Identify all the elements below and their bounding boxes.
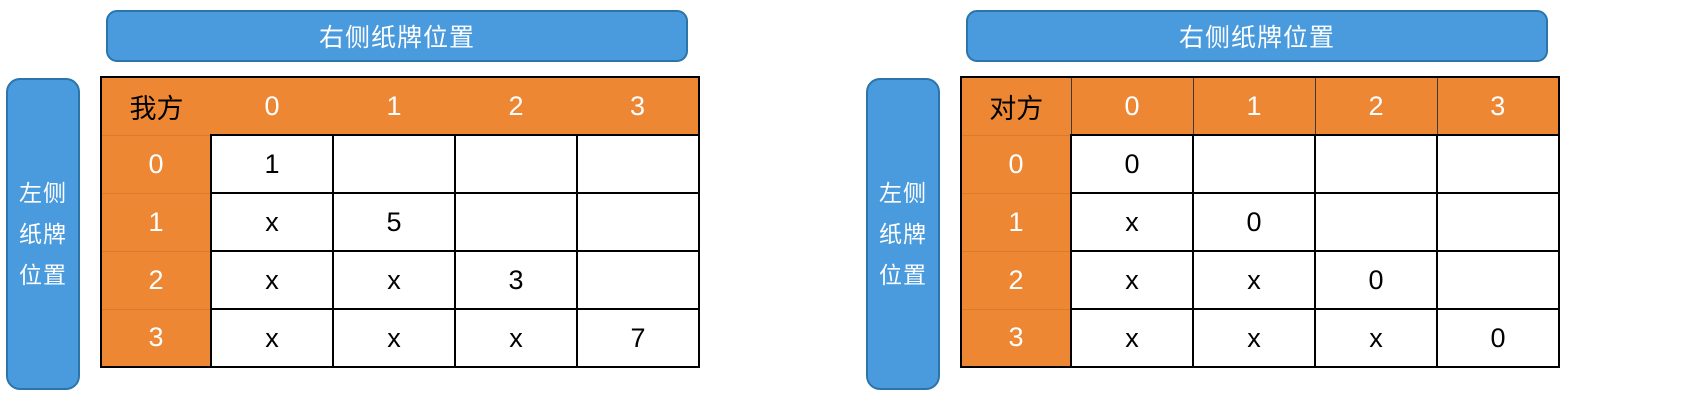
cell-r2-c2[interactable]: 3 xyxy=(454,250,578,310)
cell-r1-c1[interactable]: 5 xyxy=(332,192,456,252)
cell-r2-c1[interactable]: x xyxy=(332,250,456,310)
row-header-2: 2 xyxy=(960,250,1071,309)
side-label-left-card-position: 左侧 纸牌 位置 xyxy=(6,78,80,390)
grid-table-opponent: 对方 0 1 2 3 0 0 1 x 0 2 xyxy=(960,76,1560,368)
column-header-3: 3 xyxy=(1436,76,1560,135)
column-header-2: 2 xyxy=(455,76,577,135)
cell-r0-c0[interactable]: 1 xyxy=(210,134,334,194)
cell-r1-c3[interactable] xyxy=(1436,192,1560,252)
column-header-1: 1 xyxy=(333,76,455,135)
side-label-line-1: 左侧 xyxy=(879,179,927,206)
cell-r1-c1[interactable]: 0 xyxy=(1192,192,1316,252)
side-label-line-3: 位置 xyxy=(19,261,67,288)
cell-r3-c2[interactable]: x xyxy=(1314,308,1438,368)
cell-r3-c3[interactable]: 7 xyxy=(576,308,700,368)
table-row: 1 x 0 xyxy=(960,192,1560,252)
header-corner-label: 对方 xyxy=(960,76,1072,135)
table-header-row: 对方 0 1 2 3 xyxy=(960,76,1560,135)
row-header-3: 3 xyxy=(100,308,211,368)
column-header-3: 3 xyxy=(577,76,700,135)
cell-r1-c0[interactable]: x xyxy=(210,192,334,252)
cell-r3-c3[interactable]: 0 xyxy=(1436,308,1560,368)
side-label-line-1: 左侧 xyxy=(19,179,67,206)
cell-r1-c2[interactable] xyxy=(1314,192,1438,252)
row-header-0: 0 xyxy=(100,134,211,193)
row-header-2: 2 xyxy=(100,250,211,309)
cell-r0-c3[interactable] xyxy=(1436,134,1560,194)
side-label-line-2: 纸牌 xyxy=(879,220,927,247)
cell-r1-c2[interactable] xyxy=(454,192,578,252)
panel-right: 右侧纸牌位置 左侧 纸牌 位置 对方 0 1 2 3 0 0 xyxy=(860,0,1708,414)
header-corner-label: 我方 xyxy=(100,76,211,135)
column-header-1: 1 xyxy=(1192,76,1316,135)
table-row: 0 1 xyxy=(100,134,700,194)
table-header-row: 我方 0 1 2 3 xyxy=(100,76,700,135)
cell-r2-c2[interactable]: 0 xyxy=(1314,250,1438,310)
cell-r1-c3[interactable] xyxy=(576,192,700,252)
table-row: 3 x x x 7 xyxy=(100,308,700,368)
top-banner-right-card-position: 右侧纸牌位置 xyxy=(106,10,688,62)
cell-r0-c1[interactable] xyxy=(1192,134,1316,194)
cell-r0-c2[interactable] xyxy=(1314,134,1438,194)
table-row: 1 x 5 xyxy=(100,192,700,252)
cell-r2-c0[interactable]: x xyxy=(210,250,334,310)
column-header-2: 2 xyxy=(1314,76,1438,135)
column-header-0: 0 xyxy=(211,76,333,135)
cell-r0-c3[interactable] xyxy=(576,134,700,194)
side-label-left-card-position: 左侧 纸牌 位置 xyxy=(866,78,940,390)
cell-r2-c0[interactable]: x xyxy=(1070,250,1194,310)
cell-r3-c0[interactable]: x xyxy=(1070,308,1194,368)
cell-r2-c3[interactable] xyxy=(576,250,700,310)
grid-table-own: 我方 0 1 2 3 0 1 1 x 5 2 xyxy=(100,76,700,368)
side-label-line-3: 位置 xyxy=(879,261,927,288)
cell-r2-c1[interactable]: x xyxy=(1192,250,1316,310)
table-row: 3 x x x 0 xyxy=(960,308,1560,368)
table-row: 0 0 xyxy=(960,134,1560,194)
cell-r2-c3[interactable] xyxy=(1436,250,1560,310)
table-row: 2 x x 3 xyxy=(100,250,700,310)
cell-r3-c1[interactable]: x xyxy=(1192,308,1316,368)
row-header-0: 0 xyxy=(960,134,1071,193)
row-header-3: 3 xyxy=(960,308,1071,368)
top-banner-right-card-position: 右侧纸牌位置 xyxy=(966,10,1548,62)
cell-r0-c2[interactable] xyxy=(454,134,578,194)
row-header-1: 1 xyxy=(960,192,1071,251)
column-header-0: 0 xyxy=(1070,76,1194,135)
cell-r0-c0[interactable]: 0 xyxy=(1070,134,1194,194)
cell-r3-c0[interactable]: x xyxy=(210,308,334,368)
cell-r3-c2[interactable]: x xyxy=(454,308,578,368)
cell-r0-c1[interactable] xyxy=(332,134,456,194)
cell-r3-c1[interactable]: x xyxy=(332,308,456,368)
table-row: 2 x x 0 xyxy=(960,250,1560,310)
cell-r1-c0[interactable]: x xyxy=(1070,192,1194,252)
side-label-line-2: 纸牌 xyxy=(19,220,67,247)
row-header-1: 1 xyxy=(100,192,211,251)
panel-left: 右侧纸牌位置 左侧 纸牌 位置 我方 0 1 2 3 0 1 xyxy=(0,0,710,414)
